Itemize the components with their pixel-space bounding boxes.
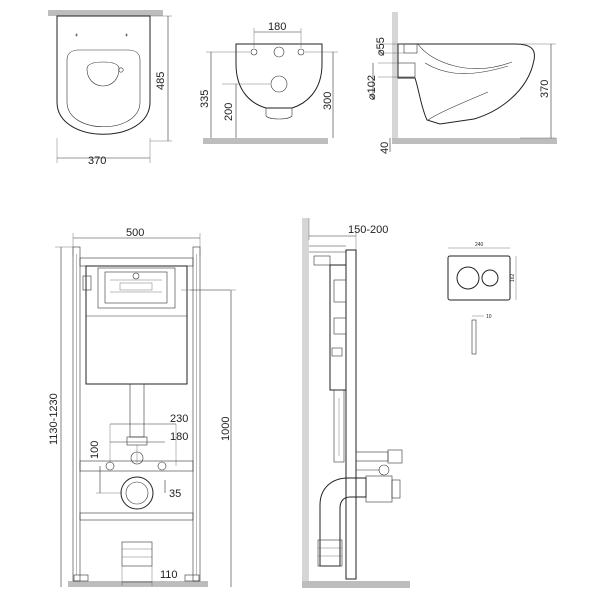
back-height-right-label: 300	[322, 92, 334, 110]
frame-depth-label: 150-200	[348, 224, 388, 236]
flush-mechanism	[105, 272, 167, 303]
drain-bend	[320, 478, 366, 566]
flush-pipe	[130, 384, 144, 437]
frame-height-label: 1000	[220, 417, 232, 441]
fix-hole-right	[298, 49, 304, 55]
frame-height-range-label: 1130-1230	[48, 393, 60, 445]
bowl-outline	[57, 16, 150, 134]
water-inlet	[83, 276, 91, 290]
inlet-connector	[404, 44, 417, 53]
foot-right	[185, 575, 199, 581]
side-height-label: 370	[539, 80, 551, 98]
outlet-hole	[271, 76, 287, 92]
cistern	[86, 266, 187, 384]
inlet-diameter-label: ⌀55	[375, 37, 387, 56]
back-height-lower-label: 200	[223, 103, 235, 121]
flush-button-large	[457, 267, 479, 289]
fixing-marks	[75, 34, 128, 37]
bowl-curve-1	[418, 44, 512, 69]
frame-side-post	[346, 250, 356, 579]
flush-plate-height-label: 162	[510, 273, 516, 282]
bowl-back-view: 180 335 200 300	[199, 21, 338, 144]
outlet-spigot	[266, 108, 292, 119]
frame-side-view: 150-200	[302, 218, 410, 588]
frame-width-label: 500	[126, 227, 144, 239]
service-opening	[98, 268, 175, 308]
spray-hole	[119, 68, 123, 72]
back-height-total-label: 335	[199, 90, 211, 108]
bowl-curve-3	[428, 92, 488, 120]
hole-spacing-label: 180	[268, 21, 286, 33]
bowl-rim	[67, 50, 140, 127]
fix-hole-left	[251, 49, 257, 55]
bowl-opening	[87, 62, 119, 86]
cistern-side	[330, 265, 346, 390]
outlet-diameter-label: ⌀102	[366, 75, 378, 100]
bowl-length-label: 485	[155, 72, 167, 90]
frame-lower-rail	[80, 513, 193, 520]
dim-35-label: 35	[169, 488, 181, 500]
bowl-side-view: ⌀55 ⌀102 370 40	[366, 12, 557, 154]
bowl-plan-view: 370 485	[48, 10, 172, 167]
flush-plate: 240 162 10	[448, 242, 516, 354]
inlet-hole	[274, 47, 284, 57]
flush-plate-thickness-label: 10	[486, 314, 492, 320]
side-view-outline	[398, 44, 534, 124]
flush-button-small	[482, 270, 498, 286]
foot-left	[74, 575, 88, 581]
flush-plate-width-label: 240	[475, 242, 484, 248]
dim-100-label: 100	[89, 441, 101, 459]
frame-top-rail	[80, 258, 193, 266]
flush-plate-profile	[472, 320, 476, 354]
stud-right	[158, 462, 166, 470]
dim-230-label: 230	[170, 413, 188, 425]
dim-110-label: 110	[160, 569, 178, 581]
frame-front-view: 500 1130-1230 1000 230 180 100 35 110	[48, 227, 236, 587]
stud-left	[106, 462, 114, 470]
outlet-connector	[398, 63, 415, 77]
bowl-width-label: 370	[88, 155, 106, 167]
dim-180-label: 180	[170, 431, 188, 443]
drain-pipe	[122, 542, 152, 566]
valve-icon	[133, 273, 139, 279]
floor-gap-label: 40	[379, 142, 391, 154]
